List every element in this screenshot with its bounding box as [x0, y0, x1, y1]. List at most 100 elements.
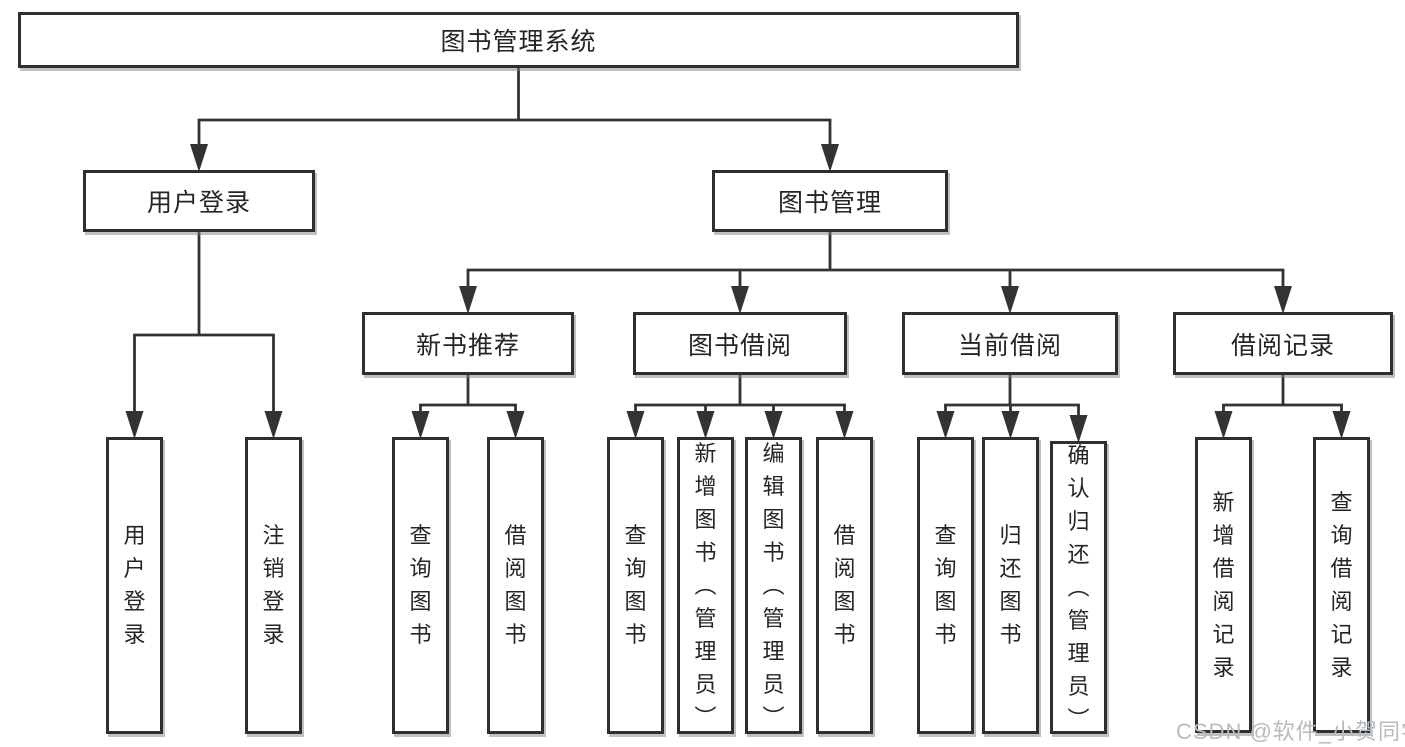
label-char: 图 [624, 589, 647, 614]
node-root: 图书管理系统 [18, 12, 1019, 68]
label-char: 录 [123, 622, 146, 647]
node-leaf-cur-confirm: 确认归还︵管理员︶ [1050, 441, 1107, 734]
connector-arrowhead [696, 411, 715, 439]
label-char: 图 [504, 589, 527, 614]
label-char: 图 [409, 589, 432, 614]
node-label: 新书推荐 [415, 331, 520, 360]
label-char: 图 [833, 589, 856, 614]
label-char: 增 [1212, 522, 1235, 548]
label-char: 编 [762, 440, 785, 466]
label-char: 书 [694, 539, 717, 565]
label-char: ︶ [694, 704, 717, 730]
label-char: 借 [1212, 555, 1235, 581]
label-char: 归 [999, 523, 1022, 548]
connector-arrowhead [190, 144, 208, 172]
node-leaf-bor-edit: 编辑图书︵管理员︶ [745, 437, 802, 734]
connector-arrowhead [1001, 286, 1019, 314]
label-char: 阅 [1212, 588, 1235, 614]
label-char: 还 [999, 556, 1022, 581]
connector-arrowhead [764, 411, 783, 439]
node-borrow-records: 借阅记录 [1173, 312, 1393, 375]
label-char: 员 [762, 671, 785, 697]
connector-arrowhead [125, 411, 144, 439]
label-char: 新 [694, 440, 717, 466]
node-current-borrow: 当前借阅 [902, 312, 1118, 375]
node-label: 用户登录 [146, 189, 251, 217]
connector-arrowhead [264, 411, 283, 439]
label-char: 理 [694, 638, 717, 664]
label-char: 查 [409, 523, 432, 548]
node-leaf-logout: 注销登录 [245, 437, 302, 734]
label-char: 图 [694, 506, 717, 532]
node-book-mgmt: 图书管理 [712, 170, 948, 232]
label-char: 询 [934, 556, 957, 581]
label-char: 查 [1330, 489, 1353, 515]
connector-arrowhead [1001, 411, 1020, 439]
label-char: 借 [833, 523, 856, 548]
watermark: CSDN @软件_小贺同学 [1176, 719, 1405, 744]
node-leaf-bor-add: 新增图书︵管理员︶ [677, 437, 734, 734]
label-char: 增 [694, 473, 717, 499]
node-label: 查询借阅记录 [1330, 489, 1353, 680]
node-label: 借阅图书 [504, 525, 526, 646]
label-char: 确 [1067, 442, 1090, 468]
label-char: 管 [694, 605, 717, 631]
label-char: 借 [504, 523, 527, 548]
connector-arrowhead [821, 144, 839, 172]
label-char: 理 [762, 638, 785, 664]
label-char: 管 [762, 605, 785, 631]
node-label: 当前借阅 [957, 331, 1062, 360]
label-char: 询 [1330, 522, 1353, 548]
label-char: 理 [1067, 640, 1090, 666]
node-leaf-cur-return: 归还图书 [982, 437, 1039, 734]
label-char: 登 [123, 589, 146, 614]
label-char: 记 [1330, 621, 1353, 647]
label-char: 认 [1067, 475, 1090, 501]
connector-arrowhead [626, 411, 645, 439]
label-char: 书 [999, 622, 1022, 647]
label-char: 销 [262, 556, 285, 581]
node-label: 图书借阅 [687, 331, 792, 360]
label-char: 书 [624, 622, 647, 647]
connector-arrowhead [1214, 411, 1233, 439]
label-char: 管 [1067, 607, 1090, 633]
label-char: ︵ [1067, 574, 1090, 600]
label-char: 用 [123, 523, 146, 548]
node-label: 查询图书 [409, 525, 431, 646]
node-label: 查询图书 [934, 525, 956, 646]
label-char: 查 [934, 523, 957, 548]
label-char: 还 [1067, 541, 1090, 567]
label-char: ︶ [762, 704, 785, 730]
node-leaf-rec-query: 查询图书 [392, 437, 449, 734]
label-char: 注 [262, 523, 285, 548]
node-leaf-rcd-query: 查询借阅记录 [1313, 437, 1370, 733]
node-leaf-cur-query: 查询图书 [917, 437, 974, 734]
label-char: ︵ [762, 572, 785, 598]
node-label: 图书管理 [777, 189, 882, 217]
label-char: 辑 [762, 473, 785, 499]
label-char: ︶ [1067, 706, 1090, 732]
node-label: 查询图书 [624, 525, 646, 646]
label-char: 图 [934, 589, 957, 614]
label-char: 查 [624, 523, 647, 548]
node-label: 新增图书︵管理员︶ [694, 440, 717, 730]
node-book-borrow: 图书借阅 [633, 312, 847, 375]
label-char: 书 [833, 622, 856, 647]
label-char: 录 [1330, 654, 1353, 680]
label-char: ︵ [694, 572, 717, 598]
connector-arrowhead [506, 411, 525, 439]
label-char: 书 [504, 622, 527, 647]
label-char: 书 [762, 539, 785, 565]
label-char: 录 [1212, 654, 1235, 680]
node-label: 借阅记录 [1230, 331, 1335, 360]
node-leaf-rec-borrow: 借阅图书 [487, 437, 544, 734]
label-char: 询 [409, 556, 432, 581]
label-char: 借 [1330, 555, 1353, 581]
node-new-book-rec: 新书推荐 [362, 312, 574, 375]
connector-arrowhead [1274, 286, 1292, 314]
label-char: 户 [123, 556, 146, 581]
connector-arrowhead [459, 286, 477, 314]
label-char: 登 [262, 589, 285, 614]
